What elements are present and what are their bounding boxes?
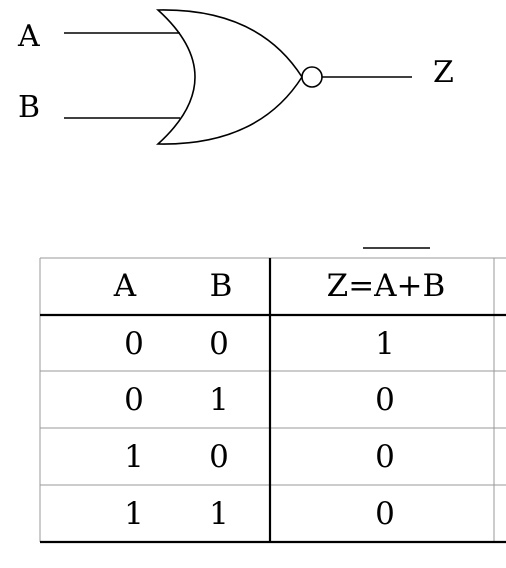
output-z-label: Z — [433, 55, 454, 90]
header-z: Z=A+B — [326, 268, 446, 304]
nor-gate-body — [155, 9, 303, 145]
cell-r1-b: 0 — [209, 326, 229, 362]
header-a: A — [113, 268, 137, 304]
truth-table: A B Z=A+B 0 0 1 0 1 0 1 0 0 1 1 0 — [38, 245, 506, 545]
header-b: B — [209, 268, 233, 304]
cell-r3-z: 0 — [375, 439, 395, 475]
cell-r1-z: 1 — [375, 326, 395, 362]
cell-r4-a: 1 — [124, 496, 144, 532]
nor-gate-diagram — [64, 9, 412, 145]
truth-table-grid — [39, 247, 506, 544]
cell-r3-a: 1 — [124, 439, 144, 475]
inversion-bubble — [301, 66, 323, 88]
input-a-label: A — [18, 19, 40, 54]
cell-r3-b: 0 — [209, 439, 229, 475]
cell-r2-a: 0 — [124, 382, 144, 418]
cell-r4-z: 0 — [375, 496, 395, 532]
cell-r2-z: 0 — [375, 382, 395, 418]
cell-r2-b: 1 — [209, 382, 229, 418]
cell-r1-a: 0 — [124, 326, 144, 362]
cell-r4-b: 1 — [209, 496, 229, 532]
input-b-label: B — [18, 90, 41, 125]
